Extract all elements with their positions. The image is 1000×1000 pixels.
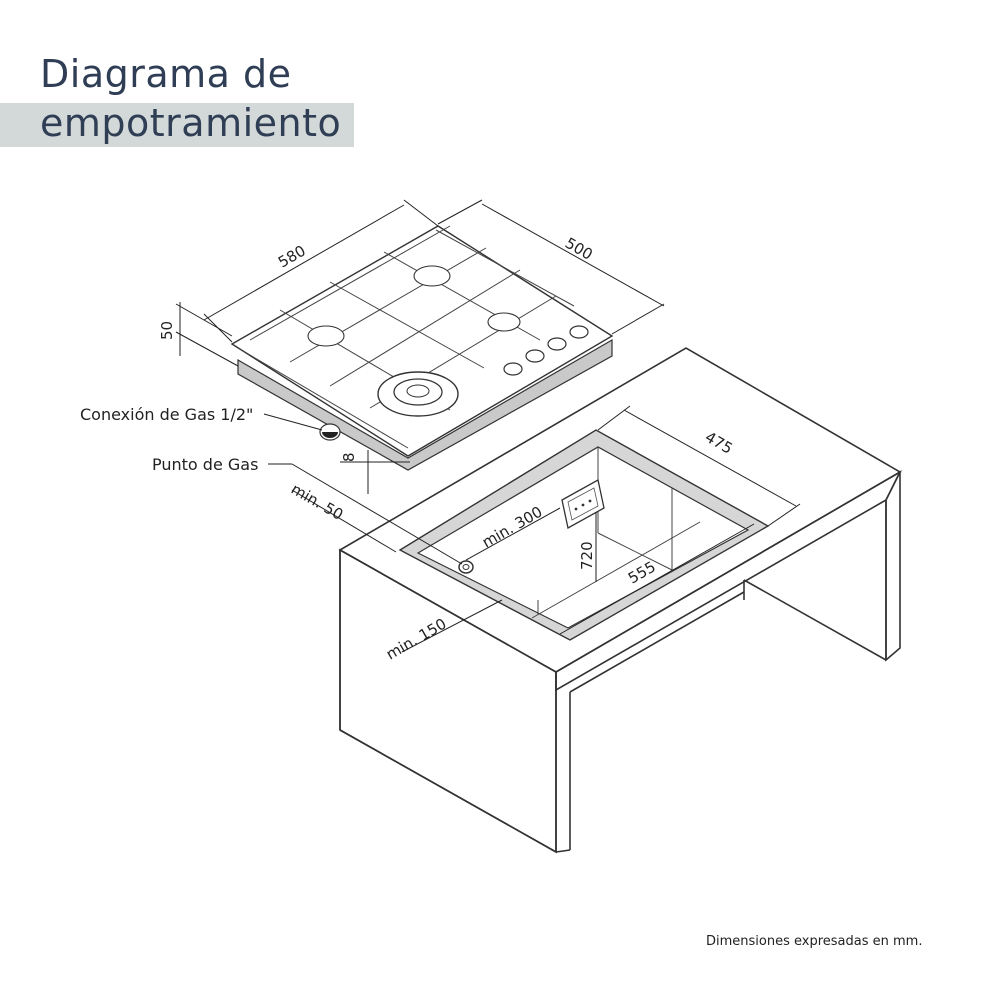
- gas-inlet: [458, 560, 474, 574]
- title-band: [0, 103, 354, 147]
- hob: [230, 225, 614, 471]
- footnote: Dimensiones expresadas en mm.: [706, 934, 923, 949]
- title-line-2: empotramiento: [40, 101, 342, 145]
- wall-socket: [561, 479, 605, 529]
- countertop: [338, 347, 902, 854]
- dim-min-150: min. 150: [383, 615, 450, 664]
- title-line-1: Diagrama de: [40, 52, 292, 96]
- gas-connection-label: Conexión de Gas 1/2": [80, 405, 253, 424]
- dim-720: 720: [578, 541, 596, 570]
- dim-50: 50: [158, 321, 176, 340]
- cutout: [398, 429, 770, 641]
- dim-580: 580: [275, 242, 309, 272]
- dim-500: 500: [562, 234, 596, 264]
- dimension-lines: [175, 199, 801, 653]
- dim-min-50: min. 50: [288, 480, 346, 524]
- gas-point-label: Punto de Gas: [152, 455, 258, 474]
- dim-8: 8: [340, 452, 358, 462]
- dim-475: 475: [702, 428, 736, 458]
